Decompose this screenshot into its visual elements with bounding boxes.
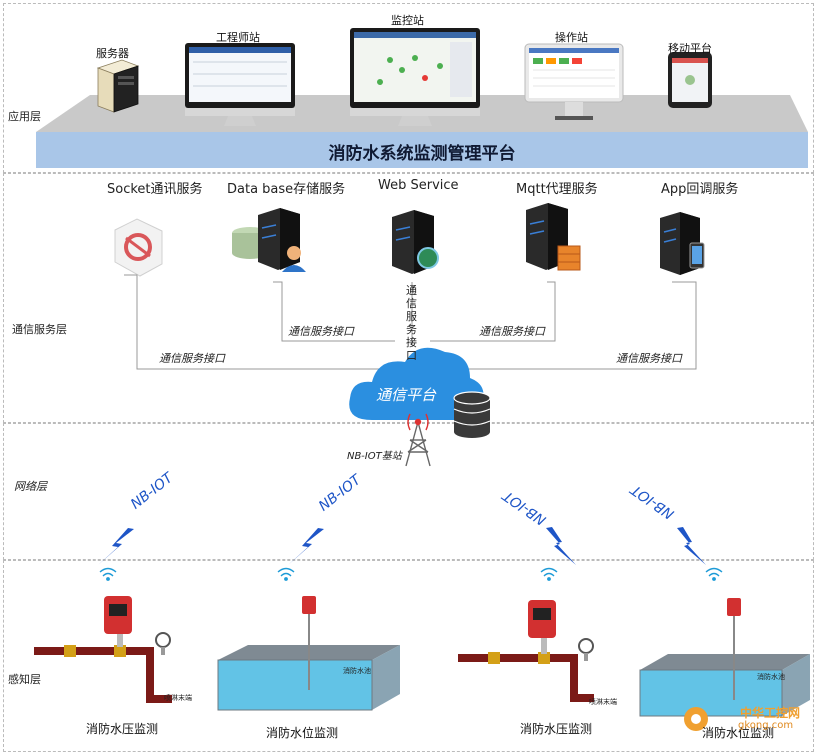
pool-label-1: 消防水池 <box>343 667 371 675</box>
wifi-icons <box>99 567 723 581</box>
interface-label-database: 通信服务接口 <box>288 325 354 338</box>
label-operator-station: 操作站 <box>555 31 588 44</box>
connector-lines <box>124 274 697 370</box>
water-tank-1 <box>217 596 400 711</box>
base-station-label: NB-IOT基站 <box>347 451 402 462</box>
pressure-monitor-2 <box>458 600 594 702</box>
engineer-monitor-icon <box>185 43 295 126</box>
app-service-icon <box>660 212 705 275</box>
interface-label-app: 通信服务接口 <box>616 352 682 365</box>
service-socket-title: Socket通讯服务 <box>107 182 203 197</box>
pool-label-2: 消防水池 <box>757 673 785 681</box>
pressure-monitor-1 <box>34 596 172 703</box>
service-database-title: Data base存储服务 <box>227 182 346 197</box>
server-icon <box>96 59 140 113</box>
monitor-station-icon <box>350 28 480 126</box>
layer-label-communication: 通信服务层 <box>12 323 67 336</box>
mobile-icon <box>668 52 712 108</box>
label-mobile-platform: 移动平台 <box>668 42 712 55</box>
label-server: 服务器 <box>96 47 129 60</box>
label-level-monitor-1: 消防水位监测 <box>266 726 339 740</box>
database-cylinder-icon <box>453 391 491 438</box>
lightning-icons <box>98 527 706 565</box>
service-mqtt-title: Mqtt代理服务 <box>516 182 598 197</box>
interface-label-socket: 通信服务接口 <box>159 352 225 365</box>
label-pressure-monitor-1: 消防水压监测 <box>86 722 159 736</box>
pipe-end-label-1: 喷淋末端 <box>164 694 192 702</box>
interface-label-web: 通 信 服 务 接 口 <box>406 284 417 362</box>
service-app-title: App回调服务 <box>661 182 739 197</box>
watermark-gear-icon <box>684 707 708 731</box>
socket-service-icon <box>114 218 163 277</box>
label-level-monitor-2: 消防水位监测 <box>702 726 775 740</box>
watermark-url: gkong.com <box>738 720 794 731</box>
perception-layer-box <box>3 560 814 752</box>
label-pressure-monitor-2: 消防水压监测 <box>520 722 593 736</box>
layer-label-network: 网络层 <box>14 480 47 493</box>
operator-station-icon <box>524 43 624 120</box>
cloud-icon <box>349 347 484 420</box>
database-service-icon <box>232 208 306 272</box>
watermark-cn: 中华工控网 <box>740 706 801 720</box>
label-engineer-station: 工程师站 <box>216 31 260 44</box>
layer-label-perception: 感知层 <box>8 673 41 686</box>
web-service-icon <box>392 210 439 274</box>
platform-bar <box>36 132 808 168</box>
label-monitor-station: 监控站 <box>391 14 424 27</box>
interface-label-mqtt: 通信服务接口 <box>479 325 545 338</box>
cloud-label: 通信平台 <box>376 386 437 404</box>
application-layer-box <box>3 3 814 173</box>
water-tank-2 <box>639 598 810 717</box>
layer-label-application: 应用层 <box>8 110 41 123</box>
pipe-end-label-2: 喷淋末端 <box>589 698 617 706</box>
service-web-title: Web Service <box>378 178 459 193</box>
mqtt-service-icon <box>526 203 581 271</box>
platform-title: 消防水系统监测管理平台 <box>328 144 516 164</box>
base-station-icon <box>405 413 431 467</box>
